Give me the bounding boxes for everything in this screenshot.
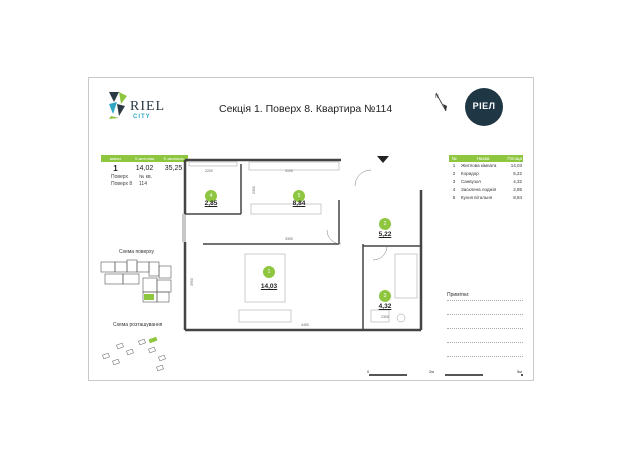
svg-text:N: N bbox=[435, 94, 439, 100]
row-name: Житлова кімната bbox=[461, 163, 497, 168]
page-title: Секція 1. Поверх 8. Квартира №114 bbox=[219, 103, 393, 115]
total-area: 35,25 bbox=[164, 164, 183, 172]
note-line bbox=[447, 342, 523, 343]
room-badge-4: 4 bbox=[205, 190, 217, 202]
svg-text:3100: 3100 bbox=[285, 169, 293, 173]
row-no: 5 bbox=[452, 195, 456, 200]
row-area: 4,32 bbox=[513, 179, 522, 184]
summary-col-total: S загальна bbox=[163, 156, 184, 161]
room-badge-5: 5 bbox=[293, 190, 305, 202]
riel-city-logo: RIEL CITY bbox=[107, 90, 177, 126]
room-area-2: 5,22 bbox=[378, 231, 392, 238]
row-area: 8,84 bbox=[513, 195, 522, 200]
scale-tick: 0 bbox=[367, 369, 370, 374]
row-name: Засклена лоджія bbox=[461, 187, 497, 192]
summary-col-rooms: кімнат bbox=[109, 156, 122, 161]
brand-mark: РІЕЛ bbox=[472, 101, 496, 111]
apartment-label: № кв. bbox=[139, 174, 152, 180]
room-badge-1: 1 bbox=[263, 266, 275, 278]
row-area: 14,03 bbox=[510, 163, 522, 168]
row-name: Коридор bbox=[461, 171, 479, 176]
note-line bbox=[447, 328, 523, 329]
summary-labels: Поверх № кв. bbox=[101, 174, 188, 181]
note-line bbox=[447, 300, 523, 301]
scale-bar: 0 2м 5м bbox=[367, 369, 525, 377]
row-name: Санвузол bbox=[461, 179, 481, 184]
svg-text:2300: 2300 bbox=[381, 315, 389, 319]
floor-label: Поверх bbox=[111, 174, 128, 180]
rooms-col-area: Площа bbox=[507, 156, 522, 161]
summary-values: 1 14,02 35,25 bbox=[101, 162, 188, 174]
svg-text:2200: 2200 bbox=[205, 169, 213, 173]
table-row: 3 Санвузол 4,32 bbox=[449, 178, 523, 186]
living-area: 14,02 bbox=[135, 164, 154, 172]
row-area: 2,85 bbox=[513, 187, 522, 192]
scale-bar-line bbox=[369, 374, 523, 376]
row-area: 5,22 bbox=[513, 171, 522, 176]
table-row: 2 Коридор 5,22 bbox=[449, 170, 523, 178]
row-no: 4 bbox=[452, 187, 456, 192]
summary-header: кімнат S житлова S загальна bbox=[101, 155, 188, 162]
summary-label-values: Поверх 8 114 bbox=[101, 181, 188, 188]
notes-label: Примітки: bbox=[447, 292, 470, 298]
summary-col-living: S житлова bbox=[134, 156, 155, 161]
entry-arrow-icon bbox=[377, 156, 389, 163]
floor-value: 8 bbox=[129, 181, 133, 187]
rooms-table-header: № Назва Площа bbox=[449, 155, 523, 162]
floor-label-repeat: Поверх bbox=[111, 181, 128, 187]
room-area-3: 4,32 bbox=[378, 303, 392, 310]
plan-sheet: RIEL CITY Секція 1. Поверх 8. Квартира №… bbox=[88, 77, 534, 381]
apartment-summary: кімнат S житлова S загальна 1 14,02 35,2… bbox=[101, 155, 188, 188]
room-area-4: 2,85 bbox=[204, 200, 218, 207]
rooms-col-no: № bbox=[451, 156, 457, 161]
room-area-1: 14,03 bbox=[260, 283, 278, 290]
logo-mark-icon bbox=[109, 92, 127, 119]
table-row: 1 Житлова кімната 14,03 bbox=[449, 162, 523, 170]
svg-text:3950: 3950 bbox=[190, 278, 194, 286]
svg-text:2300: 2300 bbox=[252, 186, 256, 194]
room-badge-3: 3 bbox=[379, 290, 391, 302]
logo-sub: CITY bbox=[133, 114, 151, 120]
table-row: 4 Засклена лоджія 2,85 bbox=[449, 186, 523, 194]
rooms-col-name: Назва bbox=[476, 156, 490, 161]
rooms-count: 1 bbox=[113, 163, 118, 173]
scale-tick: 5м bbox=[517, 369, 522, 374]
floor-scheme-diagram bbox=[100, 259, 172, 303]
row-no: 2 bbox=[452, 171, 456, 176]
logo-word: RIEL bbox=[130, 99, 166, 114]
site-scheme-label: Схема розташування bbox=[113, 322, 163, 328]
scale-tick: 2м bbox=[429, 369, 434, 374]
site-scheme-diagram bbox=[102, 336, 166, 372]
rooms-table: № Назва Площа 1 Житлова кімната 14,03 2 … bbox=[449, 155, 523, 202]
table-row: 5 Кухня вітальня 8,84 bbox=[449, 194, 523, 202]
row-name: Кухня вітальня bbox=[461, 195, 493, 200]
note-line bbox=[447, 356, 523, 357]
floor-plan: 2200 3100 3390 4450 3950 2300 2300 bbox=[182, 156, 423, 332]
apartment-value: 114 bbox=[139, 181, 147, 187]
room-badge-2: 2 bbox=[379, 218, 391, 230]
north-arrow-icon: N bbox=[435, 92, 447, 112]
floor-scheme-label: Схема поверху bbox=[119, 249, 155, 255]
svg-text:3390: 3390 bbox=[285, 237, 293, 241]
brand-badge: РІЕЛ bbox=[465, 88, 503, 126]
note-line bbox=[447, 314, 523, 315]
row-no: 3 bbox=[452, 179, 456, 184]
room-area-5: 8,84 bbox=[292, 200, 306, 207]
row-no: 1 bbox=[452, 163, 456, 168]
svg-text:4450: 4450 bbox=[301, 323, 309, 327]
